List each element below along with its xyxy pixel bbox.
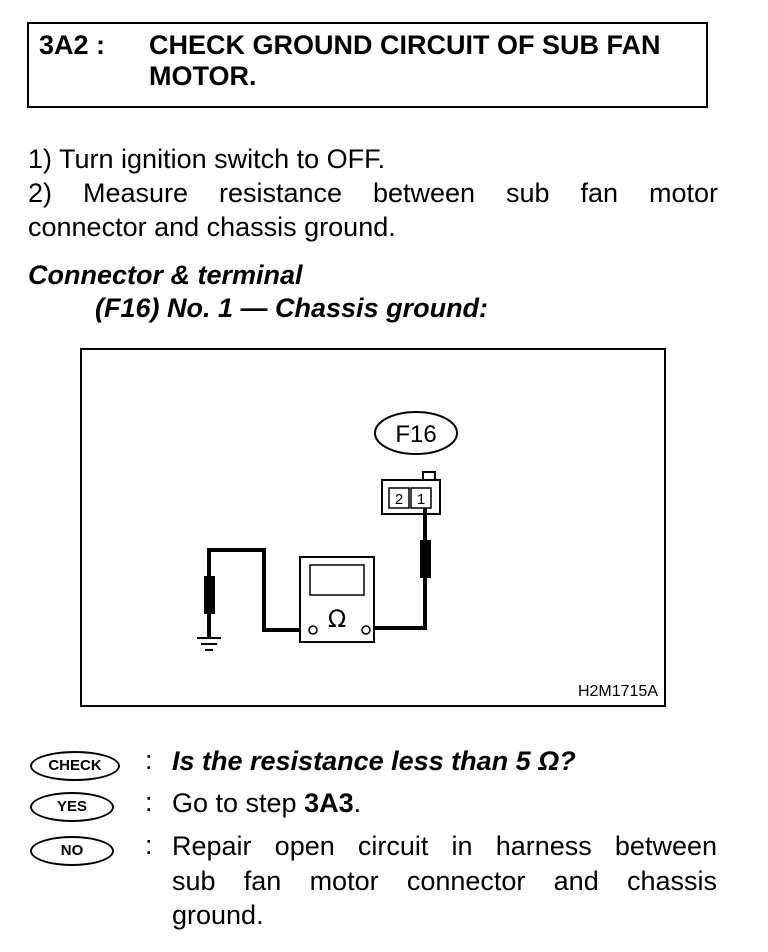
lead-left	[207, 548, 300, 632]
connector-detail: (F16) No. 1 — Chassis ground:	[95, 293, 489, 323]
step-number: 3A2 :	[39, 30, 106, 60]
instruction-2-line-2: connector and chassis ground.	[28, 212, 396, 242]
connector-label: F16	[395, 421, 436, 448]
connector-label-ellipse	[374, 411, 458, 455]
instruction-2-line-1: 2) Measure resistance between sub fan mo…	[28, 178, 718, 208]
check-colon: :	[145, 745, 153, 775]
terminal-2-label: 2	[395, 491, 403, 508]
lead-right	[374, 578, 427, 630]
no-answer-line-1: Repair open circuit in harness between	[172, 831, 717, 861]
no-answer-line-3: ground.	[172, 900, 264, 930]
yes-step-ref: 3A3	[304, 788, 354, 818]
connector-body	[381, 479, 441, 515]
yes-badge: YES	[30, 792, 114, 822]
diagram-drawing: F16 2 1 Ω	[197, 411, 458, 651]
terminal-1-label: 1	[417, 491, 425, 508]
terminal-1-box	[410, 487, 432, 509]
wiring-diagram: F16 2 1 Ω H2M1715A	[80, 348, 666, 707]
terminal-2-box	[388, 487, 410, 509]
ground-icon	[197, 637, 221, 651]
probe-handle-right	[420, 540, 431, 578]
connector-heading: Connector & terminal	[28, 260, 303, 290]
yes-colon: :	[145, 787, 153, 817]
ohmmeter-display	[309, 564, 365, 596]
instruction-1: 1) Turn ignition switch to OFF.	[28, 144, 386, 174]
no-colon: :	[145, 830, 153, 860]
check-question: Is the resistance less than 5 Ω?	[172, 746, 576, 776]
ohm-symbol: Ω	[328, 605, 346, 633]
ohmmeter-body	[299, 556, 375, 643]
probe-handle-left	[204, 576, 215, 614]
yes-prefix: Go to step	[172, 788, 305, 818]
no-answer-line-2: sub fan motor connector and chassis	[172, 866, 717, 896]
step-title: CHECK GROUND CIRCUIT OF SUB FAN MOTOR.	[149, 30, 661, 91]
meter-jack-left	[308, 625, 318, 635]
connector-latch	[422, 471, 436, 481]
check-badge: CHECK	[30, 751, 120, 781]
step-header: 3A2 : CHECK GROUND CIRCUIT OF SUB FAN MO…	[27, 22, 708, 108]
figure-id: H2M1715A	[577, 683, 658, 700]
no-badge: NO	[30, 836, 114, 866]
meter-jack-right	[361, 625, 371, 635]
yes-suffix: .	[353, 788, 362, 818]
yes-answer: Go to step 3A3.	[172, 786, 361, 820]
